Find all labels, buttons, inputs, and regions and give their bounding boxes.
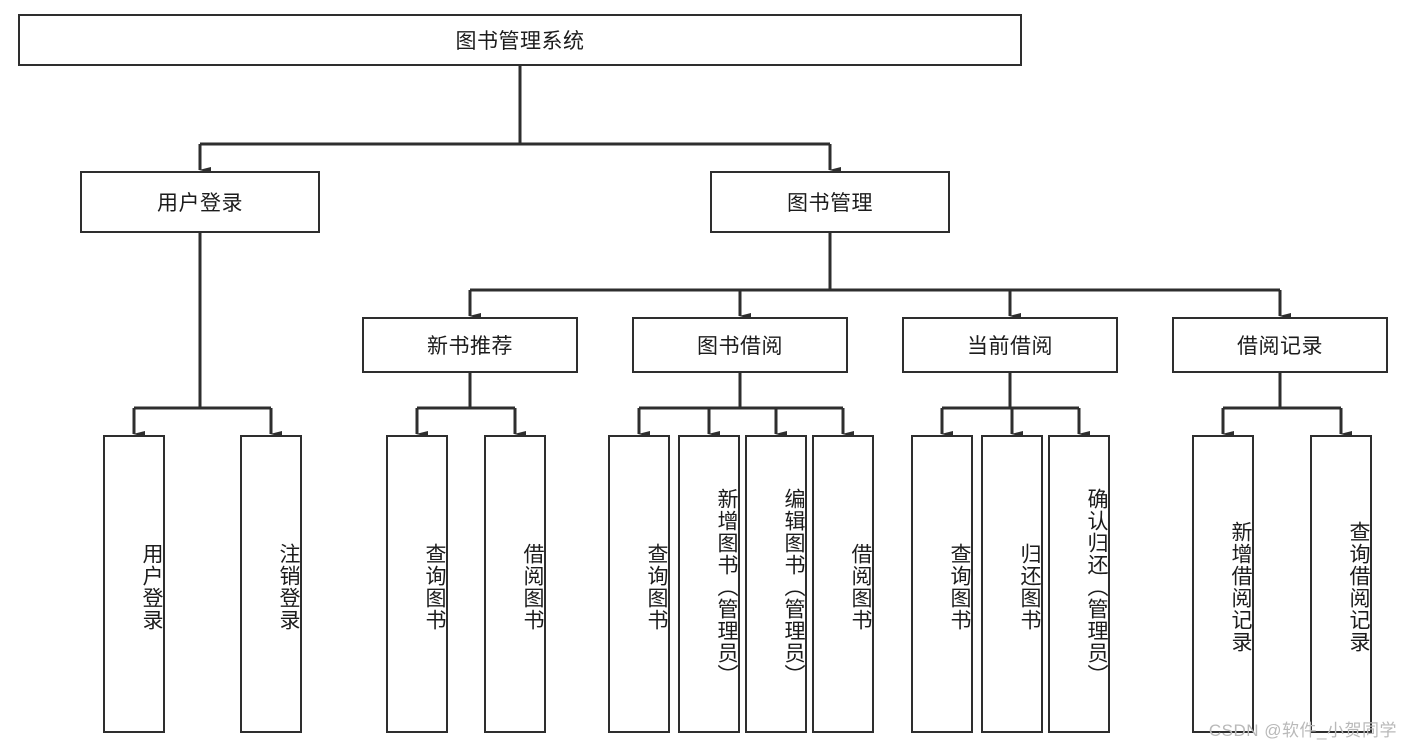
- node-book-manage: 图书管理: [710, 171, 950, 233]
- node-label: 当前借阅: [967, 335, 1053, 358]
- node-label: 借阅图书: [521, 543, 544, 631]
- node-label: 归还图书: [1018, 543, 1041, 631]
- node-leaf-query-2: 查询图书: [608, 435, 670, 733]
- node-label: 查询借阅记录: [1347, 521, 1370, 653]
- node-leaf-query-1: 查询图书: [386, 435, 448, 733]
- node-label: 确认归还（管理员）: [1085, 488, 1108, 686]
- node-borrow-record: 借阅记录: [1172, 317, 1388, 373]
- node-label: 用户登录: [157, 192, 243, 215]
- node-leaf-confirm: 确认归还（管理员）: [1048, 435, 1110, 733]
- node-label: 编辑图书（管理员）: [782, 488, 805, 686]
- node-user-login: 用户登录: [80, 171, 320, 233]
- node-label: 查询图书: [948, 543, 971, 631]
- node-label: 新增图书（管理员）: [715, 488, 738, 686]
- node-label: 查询图书: [645, 543, 668, 631]
- node-leaf-user-login: 用户登录: [103, 435, 165, 733]
- node-label: 新书推荐: [427, 335, 513, 358]
- node-leaf-qry-record: 查询借阅记录: [1310, 435, 1372, 733]
- node-root: 图书管理系统: [18, 14, 1022, 66]
- node-leaf-logout: 注销登录: [240, 435, 302, 733]
- node-label: 图书管理系统: [455, 30, 585, 53]
- node-leaf-add-book: 新增图书（管理员）: [678, 435, 740, 733]
- node-label: 借阅图书: [849, 543, 872, 631]
- node-leaf-query-3: 查询图书: [911, 435, 973, 733]
- node-label: 查询图书: [423, 543, 446, 631]
- node-leaf-borrow-1: 借阅图书: [484, 435, 546, 733]
- node-book-borrow: 图书借阅: [632, 317, 848, 373]
- node-new-book-rec: 新书推荐: [362, 317, 578, 373]
- node-label: 图书管理: [787, 192, 873, 215]
- node-label: 新增借阅记录: [1229, 521, 1252, 653]
- node-leaf-borrow-2: 借阅图书: [812, 435, 874, 733]
- node-leaf-edit-book: 编辑图书（管理员）: [745, 435, 807, 733]
- node-label: 借阅记录: [1237, 335, 1323, 358]
- node-current-borrow: 当前借阅: [902, 317, 1118, 373]
- node-leaf-add-record: 新增借阅记录: [1192, 435, 1254, 733]
- node-label: 图书借阅: [697, 335, 783, 358]
- node-label: 注销登录: [277, 543, 300, 631]
- node-label: 用户登录: [140, 543, 163, 631]
- node-leaf-return: 归还图书: [981, 435, 1043, 733]
